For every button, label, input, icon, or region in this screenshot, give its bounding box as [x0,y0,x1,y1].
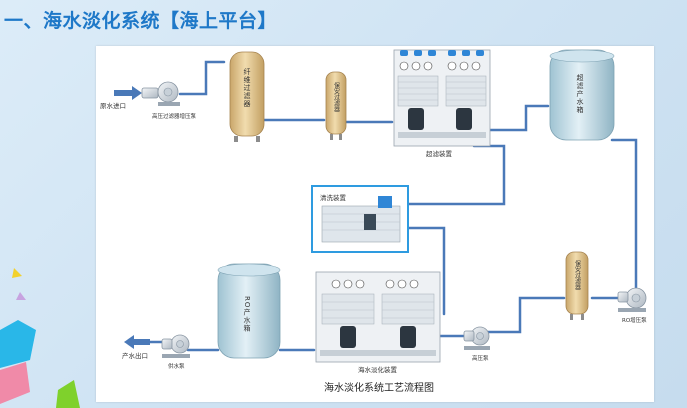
process-flow-diagram: 原水进口 高压过滤器增压泵 纤维过滤器 保安过滤器 [100,49,647,394]
cleaning-unit-icon [311,185,409,253]
uf-tank-icon [549,49,615,141]
diagram-caption: 海水淡化系统工艺流程图 [324,381,434,394]
pipe-uf-to-cleaning [404,144,506,206]
label-ro-tank: RO产水箱 [243,296,251,333]
high-pressure-pump-icon [141,81,180,106]
label-fiber-filter: 纤维过滤器 [243,67,251,108]
yellow-triangle-shape [12,268,22,278]
cyan-cube-shape [0,320,36,368]
label-high-pressure-pump-1: 高压过滤器增压泵 [152,112,197,120]
label-security-filter-1: 保安过滤器 [333,81,340,113]
label-uf-unit: 超滤装置 [426,149,453,158]
label-cleaning-unit: 清洗装置 [320,193,347,202]
pipe-cleaning-to-desal [404,226,446,316]
label-high-pressure-pump-2: 高压泵 [472,354,489,362]
pipe-tank-to-booster [610,138,638,294]
high-pressure-pump-2-icon [463,326,490,350]
outlet-arrow-icon [124,335,150,349]
label-uf-tank: 超滤产水箱 [576,73,584,114]
uf-unit-icon [393,49,491,147]
label-supply-pump: 供水泵 [168,362,185,370]
ro-booster-pump-icon [617,287,647,312]
green-triangle-shape [56,380,80,408]
pipe-pump1-to-fiber [178,60,226,96]
pipe-uf-to-tank [488,104,550,132]
label-seawater-inlet: 原水进口 [100,101,126,110]
fiber-filter-icon [229,51,265,142]
diagram-panel: 原水进口 高压过滤器增压泵 纤维过滤器 保安过滤器 [96,46,654,402]
label-product-outlet: 产水出口 [122,351,148,360]
supply-pump-icon [161,334,190,358]
pink-shape [0,362,30,404]
pipe-security2-to-hppump [486,296,566,334]
label-ro-booster-pump: RO增压泵 [622,316,647,324]
desal-unit-icon [315,271,441,363]
security-filter-1-icon [325,71,347,140]
purple-triangle-shape [16,292,26,300]
page-title: 一、海水淡化系统【海上平台】 [4,10,278,32]
label-desal-unit: 海水淡化装置 [358,365,398,374]
inlet-arrow-icon [114,86,142,100]
label-security-filter-2: 保安过滤器 [574,259,581,291]
ro-tank-icon [217,263,281,359]
security-filter-2-icon [565,251,589,320]
decorative-shapes [0,268,80,408]
